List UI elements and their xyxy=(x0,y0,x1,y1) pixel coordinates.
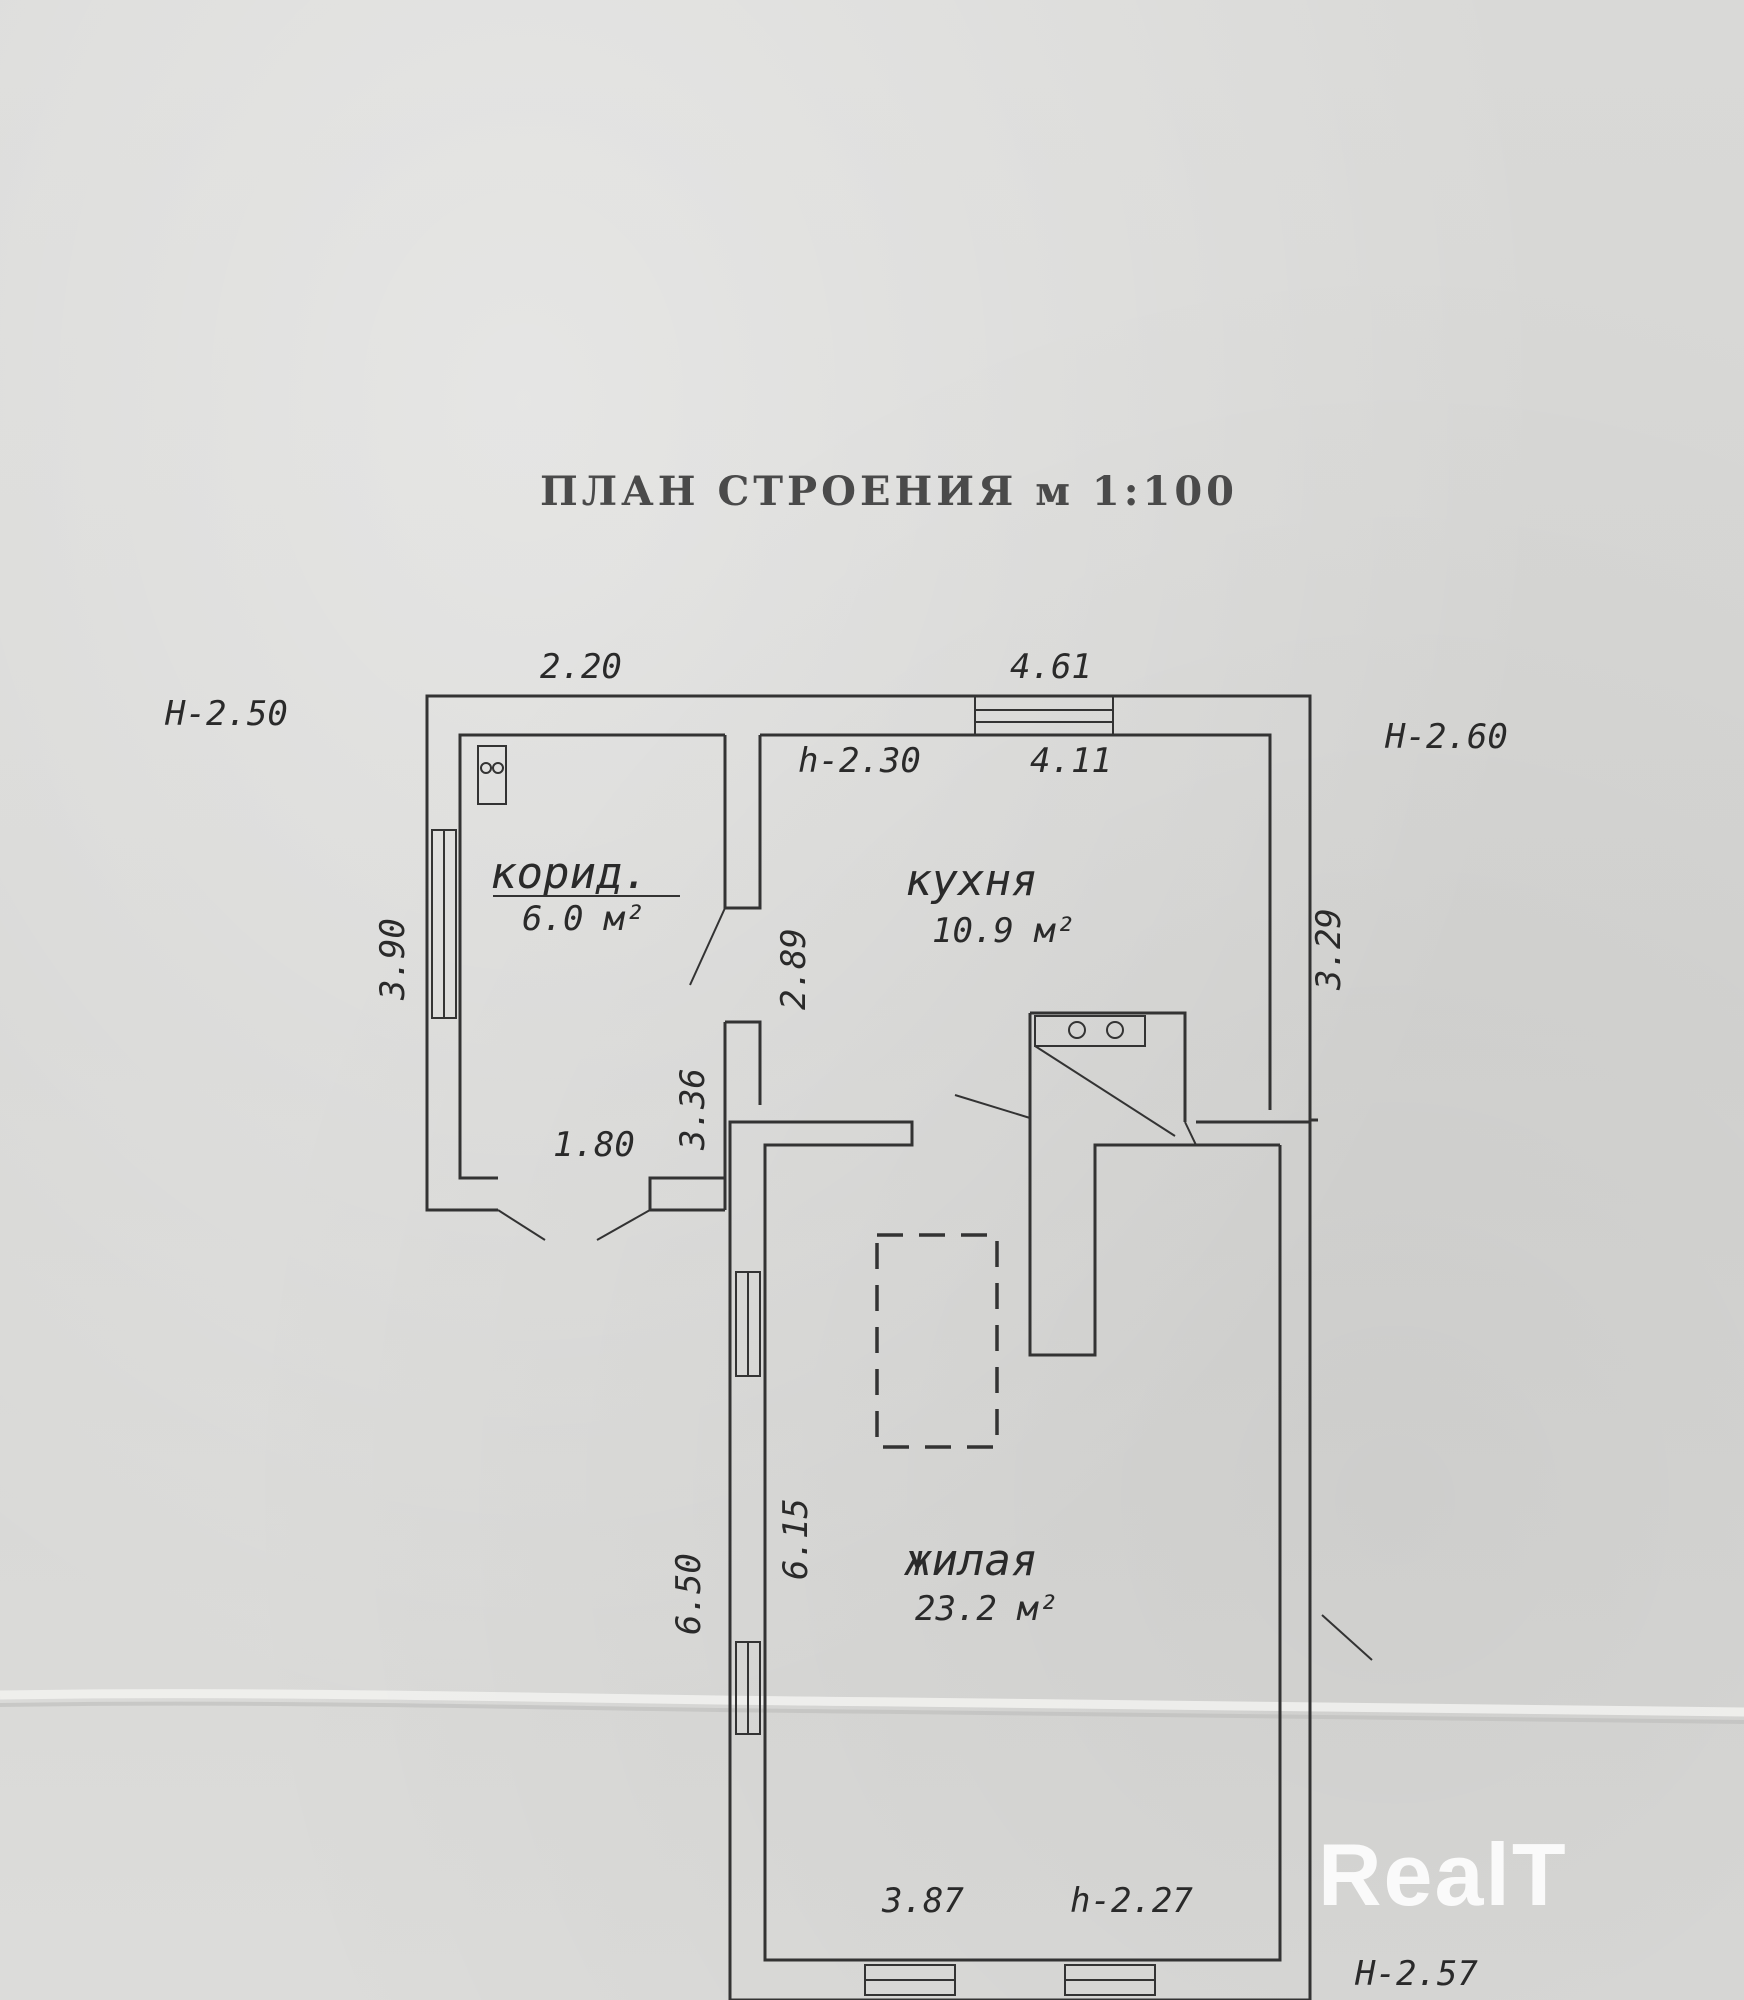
dim-partition: 3.36 xyxy=(673,1068,713,1151)
room-living-area: 23.2 м² xyxy=(915,1589,1058,1629)
dim-top-corridor-width: 2.20 xyxy=(540,647,622,687)
windows xyxy=(431,695,1156,1996)
exterior-walls xyxy=(425,694,1318,2000)
plan-title: ПЛАН СТРОЕНИЯ м 1:100 xyxy=(540,468,1238,515)
dim-living-ceiling: h-2.27 xyxy=(1070,1881,1193,1921)
realt-watermark: RealT xyxy=(1318,1825,1568,1924)
paper-crease-shadow xyxy=(0,1701,1744,1724)
room-living-name: жилая xyxy=(903,1535,1037,1586)
room-kitchen-name: кухня xyxy=(905,855,1037,906)
dim-corridor-left: 3.90 xyxy=(373,918,413,1001)
paper-crease xyxy=(0,1689,1744,1717)
dim-top-kitchen-width: 4.61 xyxy=(1010,647,1092,687)
height-top-right: Н-2.60 xyxy=(1384,717,1508,757)
room-kitchen-area: 10.9 м² xyxy=(932,911,1075,951)
dim-living-outer-left: 6.50 xyxy=(669,1553,709,1635)
room-corridor-area: 6.0 м² xyxy=(522,899,645,939)
dim-kitchen-right: 3.29 xyxy=(1309,908,1349,991)
dim-kitchen-ceiling: h-2.30 xyxy=(798,741,921,781)
interior-walls xyxy=(477,735,1197,1357)
dim-corridor-bottom: 1.80 xyxy=(553,1125,635,1165)
room-corridor-name: корид. xyxy=(490,848,649,899)
height-bottom-right: Н-2.57 xyxy=(1354,1954,1478,1994)
doors xyxy=(497,907,1373,1661)
dim-kitchen-inner-height: 2.89 xyxy=(774,928,814,1010)
dim-living-inner-left: 6.15 xyxy=(776,1498,816,1580)
dashed-object-outline xyxy=(875,1233,999,1449)
dim-living-inner-width: 3.87 xyxy=(881,1881,964,1921)
height-top-left: Н-2.50 xyxy=(164,694,288,734)
dim-kitchen-inner-width: 4.11 xyxy=(1030,741,1112,781)
